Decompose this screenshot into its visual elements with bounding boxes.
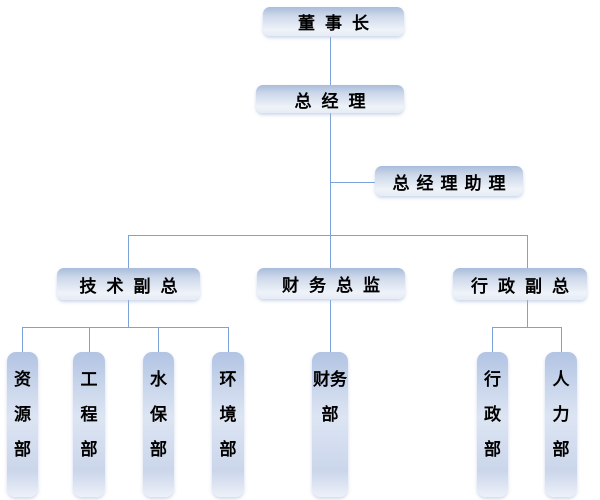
org-node-environment-dept: 环境部 [212,352,244,497]
connector-line [22,327,229,328]
org-node-admin-dept: 行政部 [477,352,508,497]
connector-line [128,235,129,268]
connector-line [89,327,90,352]
connector-line [22,327,23,352]
org-node-admin-vp: 行政副总 [453,268,587,300]
connector-line [128,300,129,327]
org-node-general-manager: 总经理 [256,85,404,113]
connector-line [527,300,528,327]
connector-line [492,327,493,352]
org-node-resources-dept: 资源部 [7,352,38,497]
org-node-water-conservation-dept: 水保部 [143,352,174,497]
org-node-chairman: 董事长 [263,7,404,36]
connector-line [128,235,528,236]
connector-line [158,327,159,352]
connector-line [330,182,375,183]
connector-line [330,235,331,268]
org-node-finance-director: 财务总监 [257,268,405,299]
connector-line [561,327,562,352]
connector-line [228,327,229,352]
org-node-tech-vp: 技术副总 [57,268,200,300]
connector-line [492,327,562,328]
org-node-finance-dept: 财务部 [312,352,348,497]
org-node-engineering-dept: 工程部 [73,352,105,497]
connector-line [527,235,528,268]
org-node-hr-dept: 人力部 [545,352,577,497]
connector-line [330,37,331,85]
connector-line [330,300,331,352]
connector-line [330,113,331,235]
org-node-gm-assistant: 总经理助理 [375,166,523,196]
